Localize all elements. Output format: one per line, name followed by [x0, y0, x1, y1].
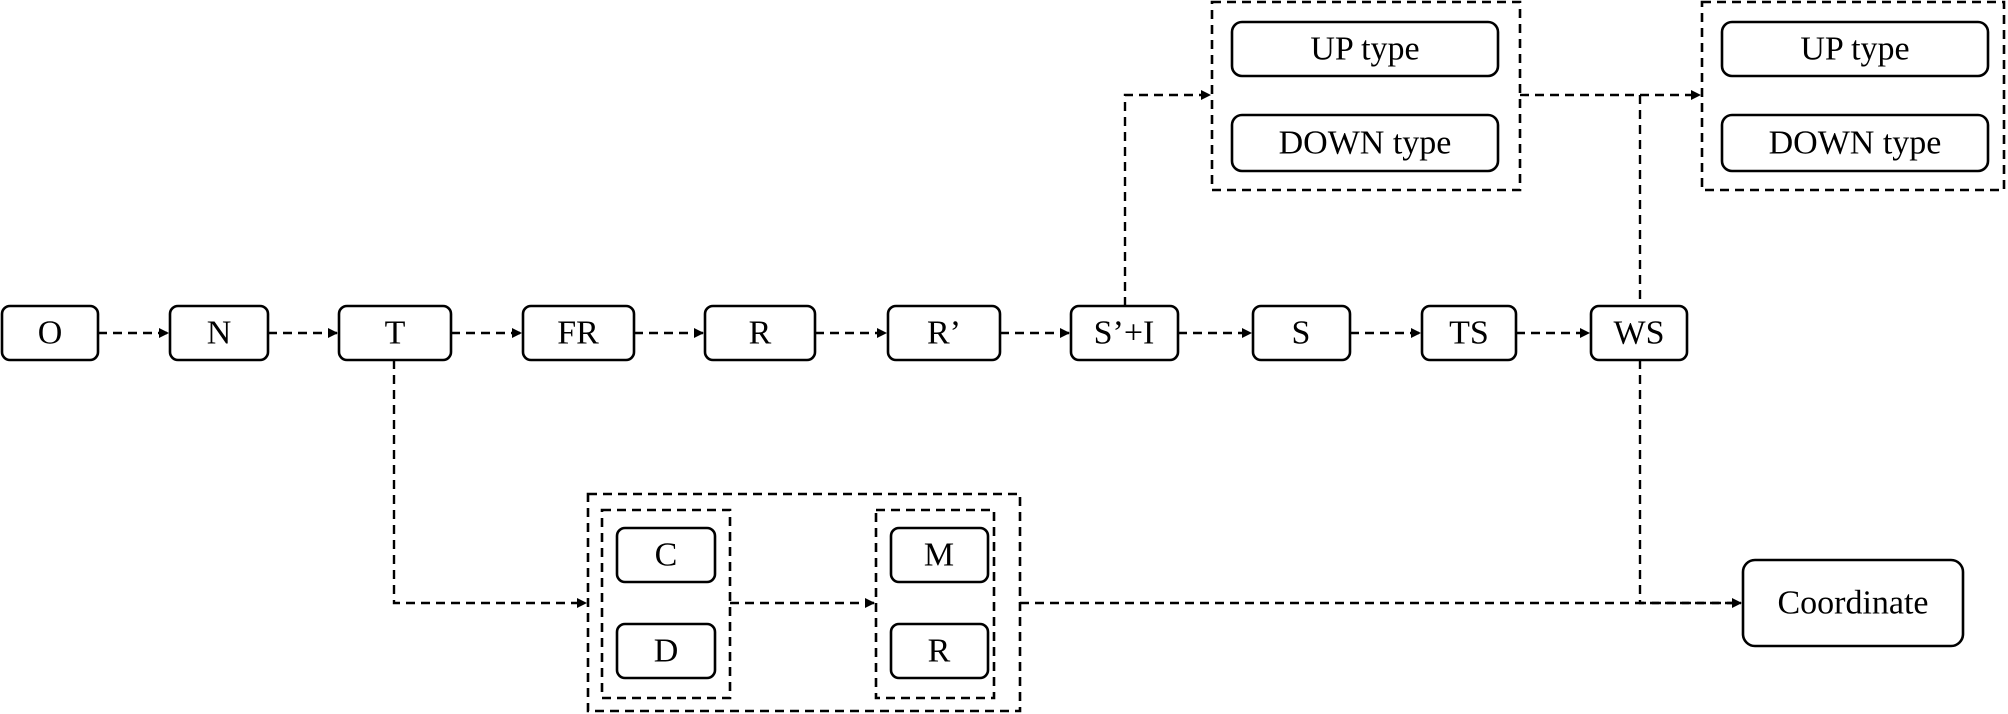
type-group-2	[1700, 0, 2006, 192]
node-m: M	[889, 526, 990, 584]
node-up-type-2: UP type	[1720, 20, 1990, 78]
node-up-type-1-label: UP type	[1310, 31, 1419, 68]
node-d-label: D	[654, 633, 679, 670]
node-n: N	[168, 304, 270, 362]
node-fr-label: FR	[557, 315, 599, 352]
node-r-sub-label: R	[928, 633, 951, 670]
mr-group	[874, 508, 996, 700]
node-ts: TS	[1420, 304, 1518, 362]
node-ts-label: TS	[1449, 315, 1489, 352]
node-s-prime-i: S’+I	[1069, 304, 1180, 362]
node-r-prime: R’	[886, 304, 1002, 362]
type-group-1	[1210, 0, 1522, 192]
connectors	[98, 90, 1742, 608]
arrow-t-to-cd-mr-group	[392, 360, 587, 608]
arrow-sprime-to-type-group-1	[1123, 90, 1211, 306]
node-down-type-2: DOWN type	[1720, 113, 1990, 173]
node-down-type-1: DOWN type	[1230, 113, 1500, 173]
node-m-label: M	[924, 537, 954, 574]
node-down-type-1-label: DOWN type	[1279, 125, 1452, 162]
node-fr: FR	[521, 304, 636, 362]
node-ws: WS	[1589, 304, 1689, 362]
cd-group	[600, 508, 732, 700]
node-r-prime-label: R’	[927, 315, 961, 352]
node-d: D	[615, 622, 717, 680]
node-coordinate: Coordinate	[1741, 558, 1965, 648]
node-t-label: T	[385, 315, 406, 352]
node-c: C	[615, 526, 717, 584]
node-ws-label: WS	[1614, 315, 1665, 352]
node-o: O	[0, 304, 100, 362]
node-s-label: S	[1292, 315, 1311, 352]
line-ws-to-coordinate	[1638, 360, 1741, 605]
node-s: S	[1251, 304, 1352, 362]
node-r-sub: R	[889, 622, 990, 680]
node-r-label: R	[749, 315, 772, 352]
node-t: T	[337, 304, 453, 362]
node-o-label: O	[38, 315, 63, 352]
node-up-type-1: UP type	[1230, 20, 1500, 78]
node-up-type-2-label: UP type	[1800, 31, 1909, 68]
node-r: R	[703, 304, 817, 362]
node-n-label: N	[207, 315, 232, 352]
node-s-prime-i-label: S’+I	[1094, 315, 1155, 352]
node-c-label: C	[655, 537, 678, 574]
node-coordinate-label: Coordinate	[1777, 585, 1928, 622]
node-down-type-2-label: DOWN type	[1769, 125, 1942, 162]
